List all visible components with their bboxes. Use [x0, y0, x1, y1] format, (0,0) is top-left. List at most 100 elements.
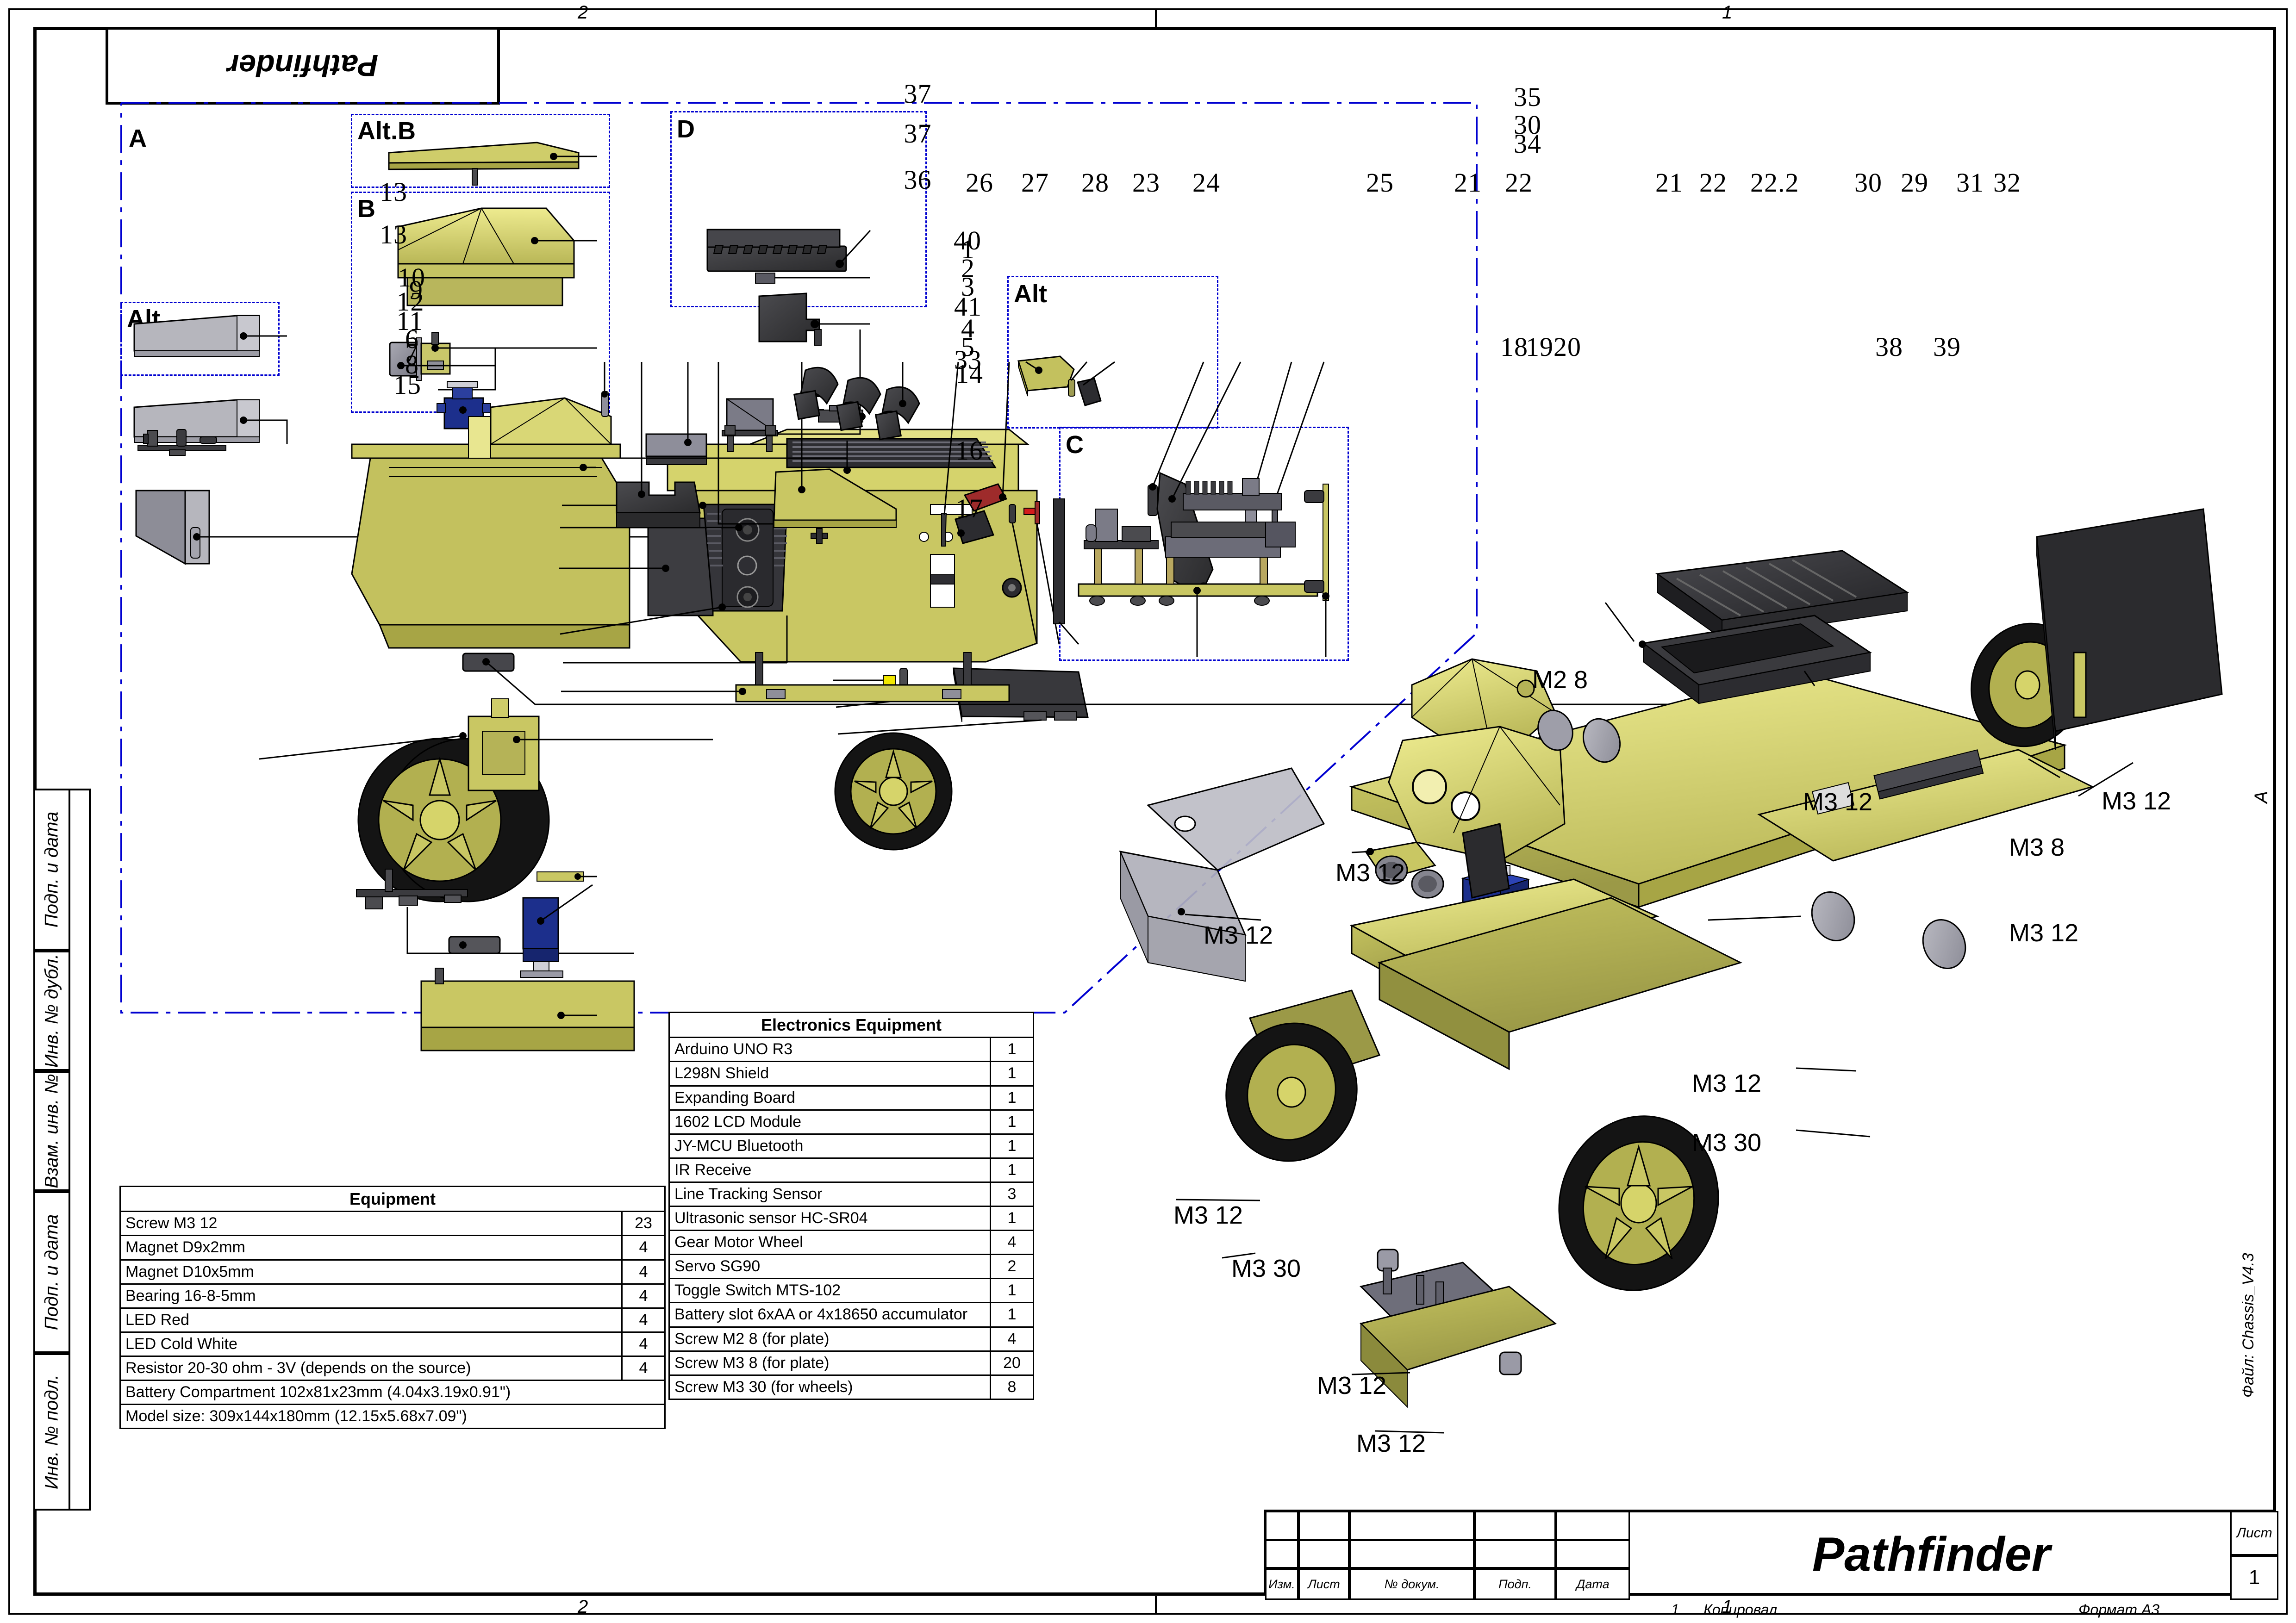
zone-tick-bottom [1155, 1596, 1157, 1615]
bom-item-qty: 4 [621, 1283, 666, 1309]
tb-sheet-value: 1 [2230, 1555, 2278, 1600]
bom-item-qty: 1 [990, 1133, 1034, 1159]
balloon-number-38: 38 [1875, 332, 1903, 362]
balloon-number-39: 39 [1933, 332, 1961, 362]
balloon-number-9: 9 [409, 274, 423, 305]
bom-item-name: Screw M2 8 (for plate) [668, 1326, 991, 1352]
balloon-number-13: 13 [380, 219, 407, 249]
balloon-number-8: 8 [405, 349, 419, 379]
format-label: Формат A3 [2078, 1601, 2160, 1618]
header-title-box: Pathfinder [106, 27, 500, 105]
render-label-m3-12-11: M3 12 [1317, 1372, 1387, 1399]
bom-item-qty: 8 [990, 1374, 1034, 1400]
wheel-assembly-14-15 [259, 653, 1907, 902]
bom-item-name: Model size: 309x144x180mm (12.15x5.68x7.… [119, 1404, 666, 1430]
bom-item-name: LED Red [119, 1307, 623, 1333]
detail-c-parts [1078, 478, 1329, 657]
bom-item-name: Ultrasonic sensor HC-SR04 [668, 1206, 991, 1231]
detail-label-d: D [677, 115, 695, 143]
bom-item-qty: 1 [990, 1037, 1034, 1063]
render-label-m3-12-1: M3 12 [1803, 788, 1873, 816]
balloon-number-28: 28 [1081, 168, 1109, 198]
balloon-number-1: 1 [961, 234, 975, 264]
bom-item-qty: 20 [990, 1350, 1034, 1376]
tb-drawing-title: Pathfinder [1812, 1528, 2051, 1581]
stub-secondary-column [70, 789, 91, 1511]
render-label-m3-12-6: M3 12 [2009, 919, 2079, 947]
stub-row-4: Инв. № подл. [33, 1353, 70, 1511]
balloon-number-20: 20 [1554, 332, 1581, 362]
balloon-number-31: 31 [1956, 168, 1984, 198]
bom-item-name: Gear Motor Wheel [668, 1230, 991, 1256]
balloon-number-29: 29 [1901, 168, 1928, 198]
balloon-number-19: 19 [1526, 332, 1554, 362]
balloon-number-22: 22 [1699, 168, 1727, 198]
detail-label-alt-right: Alt [1014, 280, 1047, 308]
zone-tick-top [1155, 8, 1157, 27]
zone-number-bottom-2: 2 [578, 1597, 588, 1617]
tb-header-podp: Подп. [1474, 1568, 1556, 1600]
zone-number-bottom-1: 1 [1722, 1597, 1733, 1617]
table-row: Screw M3 30 (for wheels)8 [668, 1374, 1034, 1400]
bom-item-qty: 1 [990, 1302, 1034, 1328]
balloon-number-32: 32 [1993, 168, 2021, 198]
bom-item-qty: 1 [990, 1206, 1034, 1231]
render-label-m3-12-7: M3 12 [1692, 1070, 1762, 1097]
balloon-number-37: 37 [904, 79, 932, 109]
stub-row-1: Инв. № дубл. [33, 951, 70, 1071]
bom-item-name: Screw M3 8 (for plate) [668, 1350, 991, 1376]
bom-item-name: 1602 LCD Module [668, 1109, 991, 1135]
bom-item-name: Battery slot 6xAA or 4x18650 accumulator [668, 1302, 991, 1328]
detail-frame-alt-b [351, 114, 610, 188]
bom-item-name: Bearing 16-8-5mm [119, 1283, 623, 1309]
balloon-number-12: 12 [396, 286, 424, 317]
render-label-m3-12-5: M3 12 [1204, 921, 1273, 949]
bom-item-name: Resistor 20-30 ohm - 3V (depends on the … [119, 1355, 623, 1381]
balloon-number-6: 6 [405, 324, 419, 354]
bom-item-name: IR Receive [668, 1157, 991, 1183]
bom-item-name: Arduino UNO R3 [668, 1037, 991, 1063]
balloon-number-36: 36 [904, 165, 932, 195]
balloon-number-11: 11 [396, 306, 424, 336]
bom-item-qty: 4 [990, 1326, 1034, 1352]
render-label-m3-8-2: M3 8 [2009, 833, 2065, 861]
bom-item-name: JY-MCU Bluetooth [668, 1133, 991, 1159]
bom-item-qty: 1 [990, 1109, 1034, 1135]
bom-item-qty: 4 [621, 1259, 666, 1285]
tb-header-data: Дата [1556, 1568, 1630, 1600]
bom-item-qty: 1 [990, 1085, 1034, 1111]
balloon-number-30: 30 [1854, 168, 1882, 198]
sheet-frame-outer [8, 8, 2288, 1615]
balloon-number-22: 22 [1505, 168, 1533, 198]
bom-item-name: Magnet D9x2mm [119, 1235, 623, 1261]
detail-frame-alt-left [120, 302, 280, 376]
bom-item-name: Line Tracking Sensor [668, 1181, 991, 1207]
copy-label: Копировал [1703, 1601, 1778, 1618]
bom-item-name: L298N Shield [668, 1061, 991, 1087]
render-label-m3-12-4: M3 12 [1335, 859, 1405, 887]
balloon-number-21: 21 [1655, 168, 1683, 198]
stub-row-3: Подп. и дата [33, 1191, 70, 1353]
bom-item-name: Expanding Board [668, 1085, 991, 1111]
balloon-number-35: 35 [1514, 82, 1541, 112]
tb-sheet-label: Лист [2230, 1511, 2278, 1555]
balloon-number-3: 3 [961, 272, 975, 302]
bom-item-qty: 1 [990, 1061, 1034, 1087]
detail-label-b: B [357, 195, 375, 223]
bom-item-name: Screw M3 30 (for wheels) [668, 1374, 991, 1400]
bom-item-name: Battery Compartment 102x81x23mm (4.04x3.… [119, 1380, 666, 1405]
balloon-number-37: 37 [904, 118, 932, 149]
part-33 [561, 652, 1010, 703]
